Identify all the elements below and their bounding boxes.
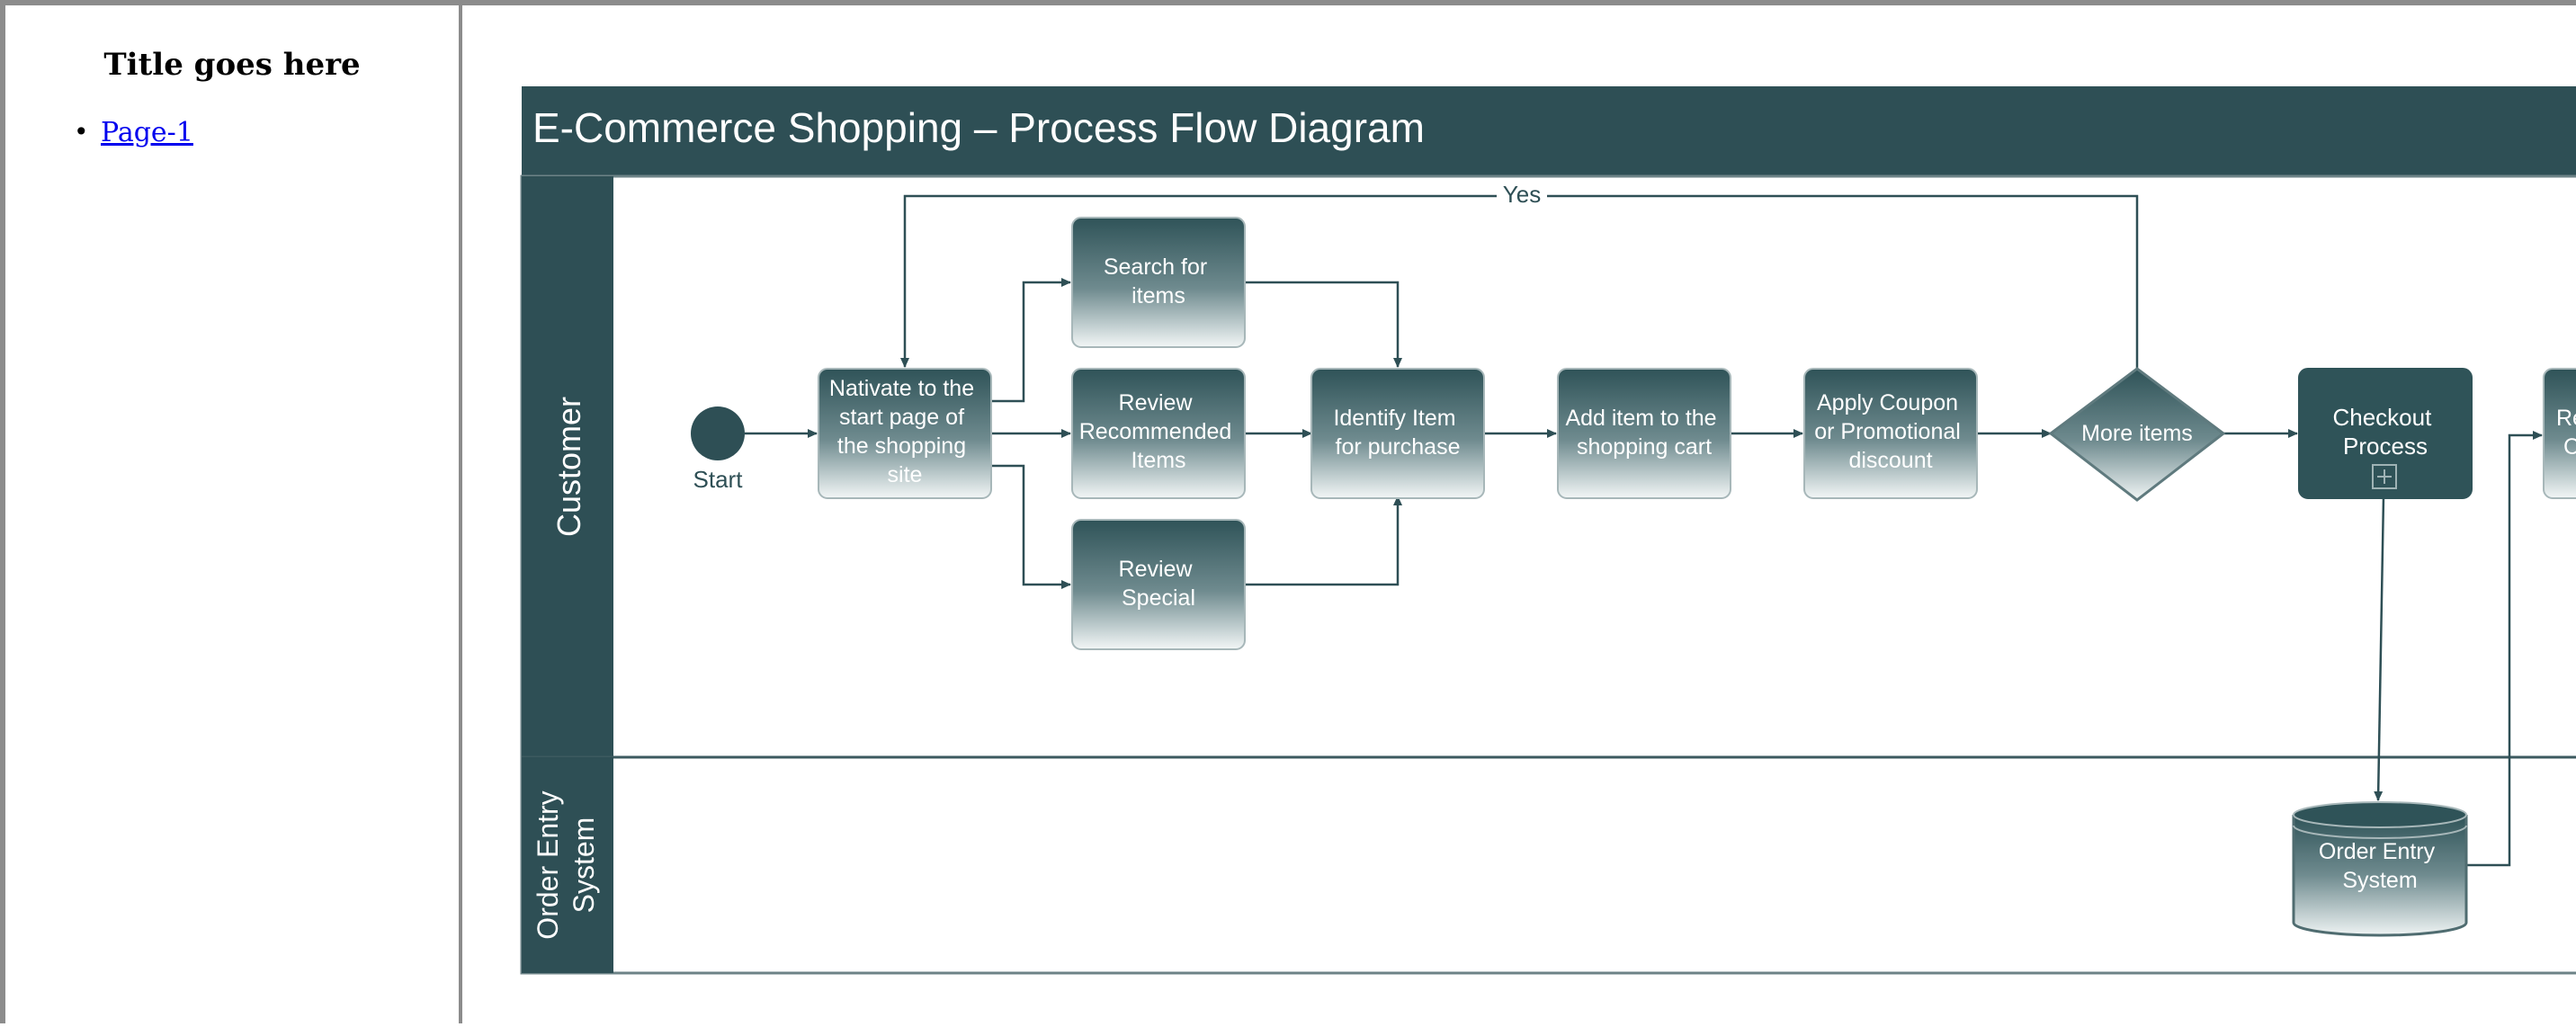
yes-label-bg (1497, 183, 1547, 207)
diagram-header (522, 86, 2576, 176)
db-ring (2293, 825, 2467, 839)
node-identify-item-label: Identify Item for purchase (1333, 406, 1462, 460)
lane-label-order-entry-2: System (568, 817, 600, 914)
process-flow-diagram: E-Commerce Shopping – Process Flow Diagr… (520, 86, 2576, 975)
edge-search-identify (1245, 281, 1402, 368)
node-review-special-label: Review Special (1119, 557, 1199, 611)
edge-label-yes: Yes (1503, 181, 1541, 208)
node-apply-coupon-label: Apply Coupon or Promotional discount (1814, 390, 1967, 473)
node-search-label: Search for items (1104, 255, 1213, 308)
edge-order-entry-next (2466, 431, 2543, 867)
node-add-item-label: Add item to the shopping cart (1565, 406, 1722, 460)
page-link-page-1[interactable]: Page-1 (101, 117, 193, 148)
node-checkout-process (2298, 368, 2473, 499)
connectors (745, 194, 2543, 867)
node-identify-item (1310, 368, 1485, 499)
node-review-recommended-label: Review Recommended Items (1079, 390, 1238, 473)
lane-header-order-entry (522, 757, 613, 973)
node-order-entry-db (2292, 815, 2468, 937)
nav-title: Title goes here (103, 47, 361, 83)
subprocess-plus-icon (2372, 464, 2397, 489)
pool (520, 174, 2576, 975)
diagram-title: E-Commerce Shopping – Process Flow Diagr… (532, 104, 1425, 151)
node-partial-next-label: Re C (2556, 406, 2576, 460)
lane-label-order-entry-1: Order Entry (532, 790, 564, 939)
diagram-pane: E-Commerce Shopping – Process Flow Diagr… (466, 5, 2576, 1023)
node-add-item (1557, 368, 1731, 499)
node-review-special (1071, 519, 1246, 650)
node-navigate (818, 368, 992, 499)
node-more-items-decision (2048, 367, 2226, 502)
node-checkout-label: Checkout Process (2332, 404, 2437, 460)
edge-navigate-review-special (991, 464, 1071, 589)
node-navigate-label: Nativate to the start page of the shoppi… (829, 376, 980, 487)
node-review-recommended (1071, 368, 1246, 499)
subprocess-plus-mark (2377, 469, 2392, 484)
start-label: Start (693, 466, 744, 493)
edge-checkout-order-entry (2374, 496, 2385, 801)
node-more-items-label: More items (2081, 421, 2193, 446)
start-event (691, 406, 745, 460)
page-list-item: Page-1 (74, 117, 193, 148)
node-order-entry-db-label: Order Entry System (2319, 839, 2441, 893)
lane-header-customer (522, 176, 613, 757)
page-list: Page-1 (74, 117, 193, 148)
node-partial-next (2543, 368, 2576, 499)
edge-review-special-identify (1245, 496, 1402, 586)
db-top (2293, 801, 2467, 828)
page-navigation-pane: Title goes here Page-1 (5, 5, 462, 1023)
node-apply-coupon (1803, 368, 1978, 499)
edge-navigate-search (991, 278, 1071, 403)
node-search (1071, 217, 1246, 348)
lane-label-customer: Customer (550, 397, 587, 537)
